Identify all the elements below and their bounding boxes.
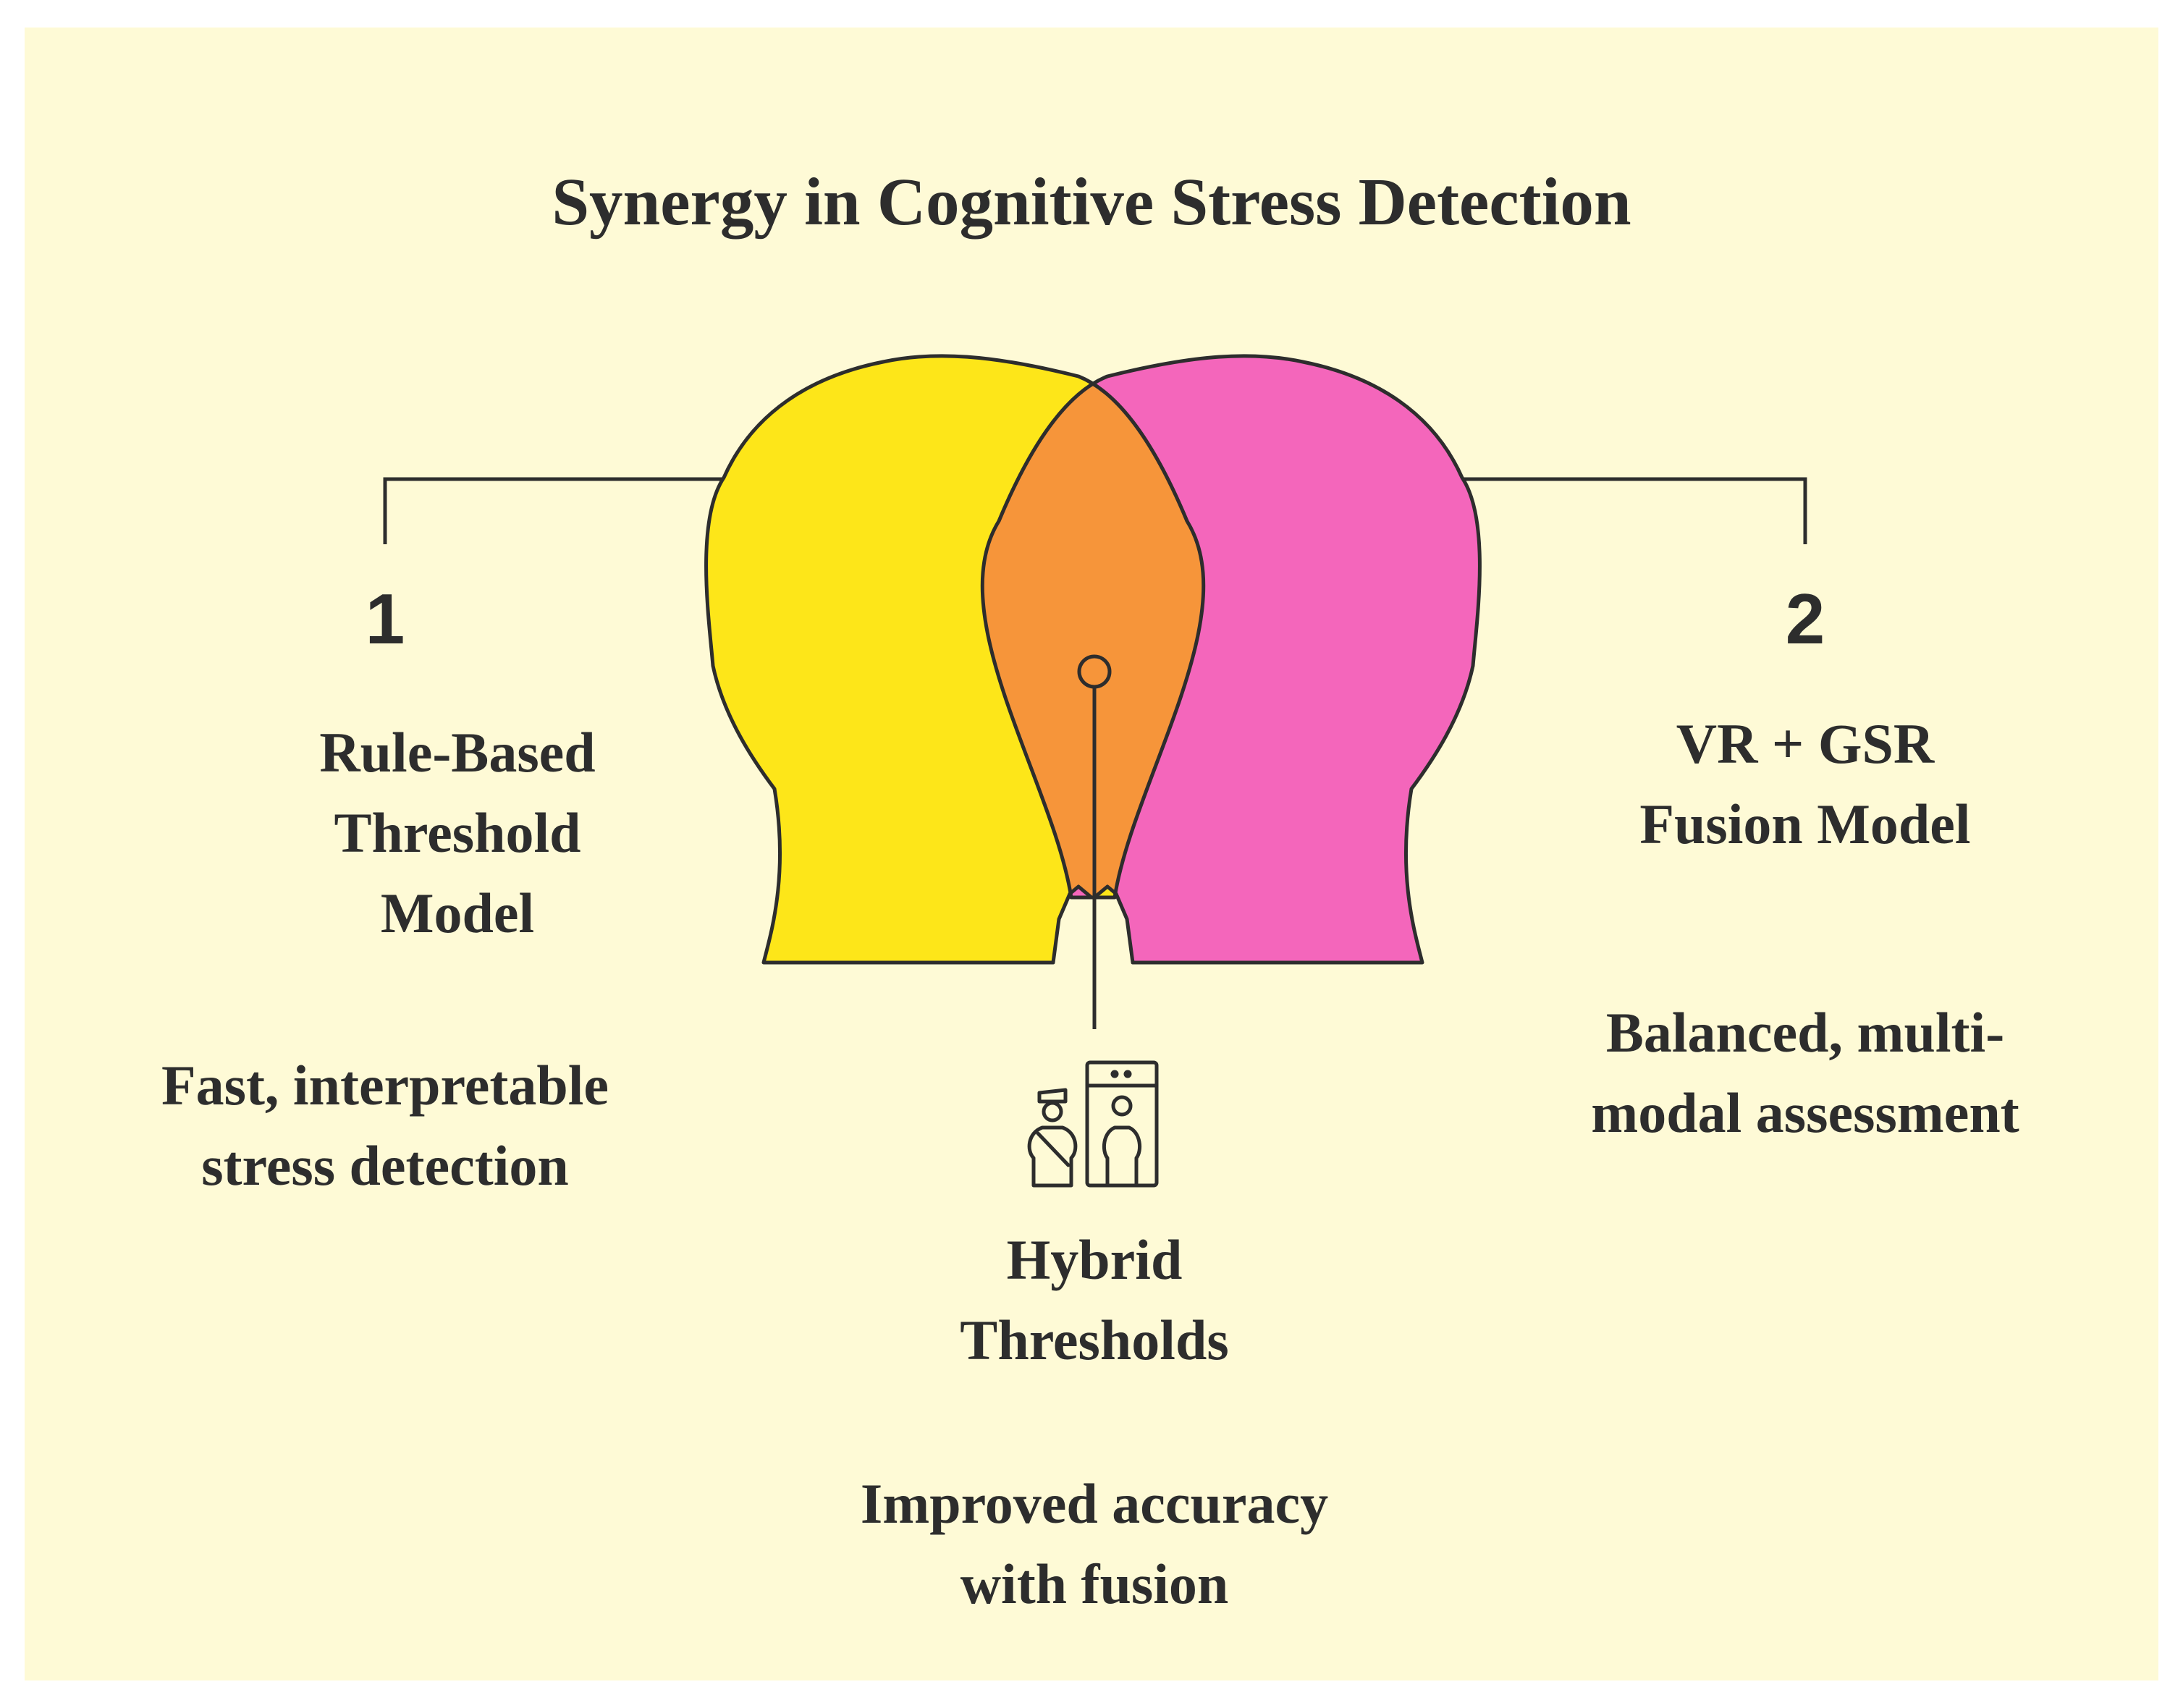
- right-description: Balanced, multi- modal assessment: [1591, 1001, 2019, 1144]
- center-pin-dot: [1077, 654, 1112, 689]
- security-scanner-icon: [1027, 1060, 1159, 1188]
- left-step-number: 1: [365, 579, 405, 659]
- center-heading: Hybrid Thresholds: [960, 1228, 1229, 1371]
- left-connector-line: [383, 477, 724, 544]
- center-description: Improved accuracy with fusion: [860, 1472, 1329, 1615]
- page-title: Synergy in Cognitive Stress Detection: [552, 165, 1631, 240]
- right-connector-line: [1455, 477, 1807, 544]
- right-step-number: 2: [1785, 579, 1825, 659]
- right-heading: VR + GSR Fusion Model: [1639, 712, 1971, 855]
- left-heading: Rule-Based Threshold Model: [319, 721, 596, 944]
- left-description: Fast, interpretable stress detection: [161, 1054, 609, 1197]
